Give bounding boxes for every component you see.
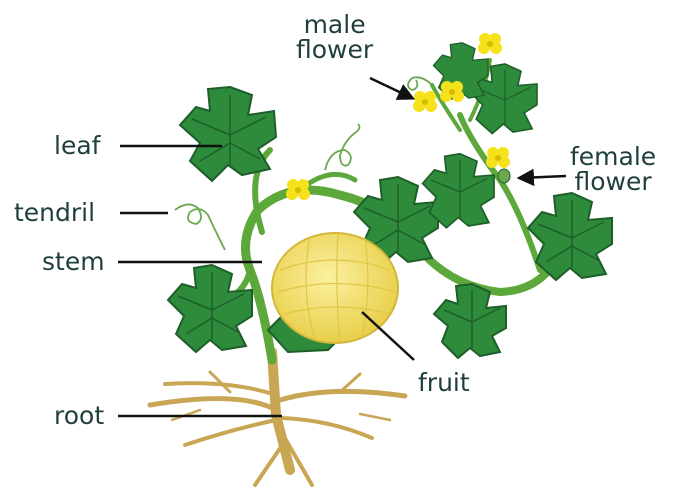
- label-male-flower: male flower: [296, 12, 373, 62]
- flower-yellow: [286, 179, 310, 200]
- label-female-flower: female flower: [570, 144, 656, 194]
- female-ovary: [498, 169, 510, 183]
- male-flower-1: [413, 91, 437, 112]
- leaf-top-left: [180, 87, 276, 181]
- male-flower-3: [478, 33, 502, 54]
- pointer-female-flower: [520, 176, 566, 178]
- pointer-male-flower: [370, 78, 412, 98]
- label-male-line1: male: [296, 12, 373, 37]
- root-system: [150, 352, 405, 485]
- leaf-right-mid: [423, 154, 494, 228]
- label-root: root: [54, 403, 104, 428]
- leaf-far-right: [528, 193, 612, 280]
- label-tendril: tendril: [14, 200, 95, 225]
- label-female-line2: flower: [570, 169, 656, 194]
- label-male-line2: flower: [296, 37, 373, 62]
- leaf-bottom-left: [168, 265, 252, 352]
- label-leaf: leaf: [54, 133, 100, 158]
- label-fruit: fruit: [418, 370, 470, 395]
- label-stem: stem: [42, 249, 105, 274]
- label-female-line1: female: [570, 144, 656, 169]
